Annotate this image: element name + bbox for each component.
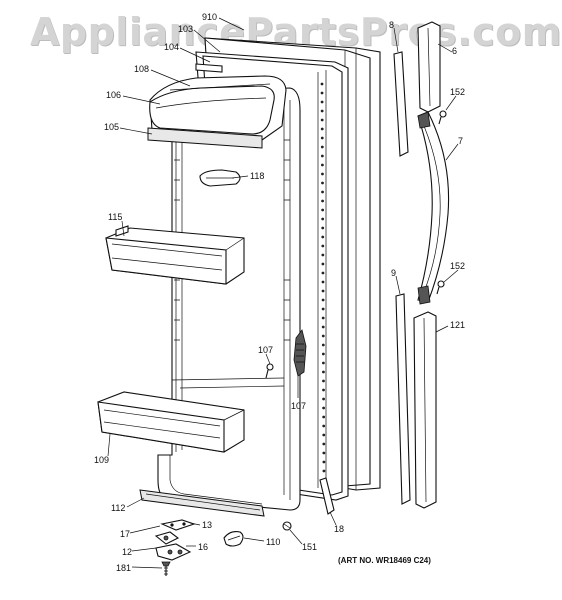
gasket-rivet (320, 154, 324, 158)
gasket-rivet (320, 136, 324, 140)
gasket-rivet (321, 325, 325, 329)
label-910: 910 (202, 12, 218, 22)
screws-152 (436, 110, 447, 295)
gasket-rivet (321, 262, 325, 266)
label-18: 18 (334, 524, 345, 534)
handle-cap-6 (417, 21, 441, 113)
gasket-rivet (321, 271, 325, 275)
gasket-rivet (321, 235, 325, 239)
gasket-rivet (321, 316, 325, 320)
label-13: 13 (202, 520, 213, 530)
label-9: 9 (391, 268, 397, 278)
label-107-upper: 107 (258, 345, 274, 355)
label-107-lower: 107 (291, 401, 307, 411)
gasket-rivet (321, 217, 325, 221)
label-104: 104 (164, 42, 180, 52)
gasket-rivet (321, 208, 325, 212)
gasket-rivet (322, 424, 326, 428)
gasket-rivet (321, 253, 325, 257)
gasket-rivet (321, 172, 324, 176)
gasket-rivet (320, 118, 324, 122)
label-152-lower: 152 (450, 261, 466, 271)
gasket-rivet (321, 352, 325, 356)
gasket-rivet (321, 289, 325, 293)
gasket-rivet (322, 370, 325, 374)
label-109: 109 (94, 455, 110, 465)
gasket-rivet (320, 82, 324, 86)
label-108: 108 (134, 64, 150, 74)
gasket-rivets (320, 82, 326, 482)
gasket-rivet (321, 163, 324, 167)
label-115: 115 (108, 212, 123, 222)
gasket-rivet (322, 460, 326, 464)
gasket-rivet (321, 199, 324, 203)
dairy-compartment (147, 63, 287, 149)
gasket-rivet (321, 298, 325, 302)
cap-110 (223, 531, 244, 547)
screws-107 (265, 329, 307, 379)
door-shelf-109 (97, 391, 245, 453)
gasket-rivet (321, 244, 325, 248)
gasket-rivet (322, 442, 326, 446)
gasket-rivet (322, 415, 326, 419)
gasket-rivet (321, 307, 325, 311)
gasket-rivet (322, 451, 326, 455)
label-118: 118 (250, 171, 265, 181)
label-105: 105 (104, 122, 120, 132)
label-17: 17 (120, 529, 131, 539)
label-181: 181 (116, 563, 132, 573)
label-110: 110 (266, 537, 281, 547)
label-7: 7 (458, 136, 464, 146)
handle-7 (417, 111, 450, 305)
leader-lines (107, 17, 459, 569)
gasket-rivet (320, 100, 324, 104)
gasket-rivet (321, 226, 325, 230)
label-103: 103 (178, 24, 194, 34)
gasket-rivet (320, 91, 324, 95)
trim-9 (395, 293, 411, 505)
trim-8 (393, 51, 409, 157)
gasket-rivet (320, 109, 324, 113)
screw-151 (282, 521, 292, 531)
gasket-rivet (320, 145, 324, 149)
gasket-rivet (321, 334, 325, 338)
label-16: 16 (198, 542, 209, 552)
gasket-rivet (322, 397, 325, 401)
label-151: 151 (302, 542, 318, 552)
gasket-rivet (321, 280, 325, 284)
trim-121 (413, 311, 437, 509)
hinge-parts (154, 519, 196, 576)
gasket-rivet (322, 388, 325, 392)
bottom-trim-112 (139, 489, 265, 517)
gasket-rivet (321, 343, 325, 347)
strip-18 (319, 477, 335, 515)
label-6: 6 (452, 46, 458, 56)
gasket-rivet (322, 433, 326, 437)
gasket-rivet (322, 469, 326, 473)
gasket-rivet (321, 181, 324, 185)
label-8: 8 (389, 20, 395, 30)
label-152-upper: 152 (450, 87, 466, 97)
label-106: 106 (106, 90, 122, 100)
label-12: 12 (122, 547, 133, 557)
label-121: 121 (450, 320, 466, 330)
gasket-rivet (322, 406, 326, 410)
door-shelf-115 (105, 225, 245, 285)
door-handle-recess-118 (199, 169, 241, 187)
gasket-rivet (322, 379, 325, 383)
gasket-rivet (320, 127, 324, 131)
gasket-rivet (321, 190, 324, 194)
gasket-rivet (321, 361, 325, 365)
label-112: 112 (111, 503, 126, 513)
art-number: (ART NO. WR18469 C24) (338, 556, 431, 565)
